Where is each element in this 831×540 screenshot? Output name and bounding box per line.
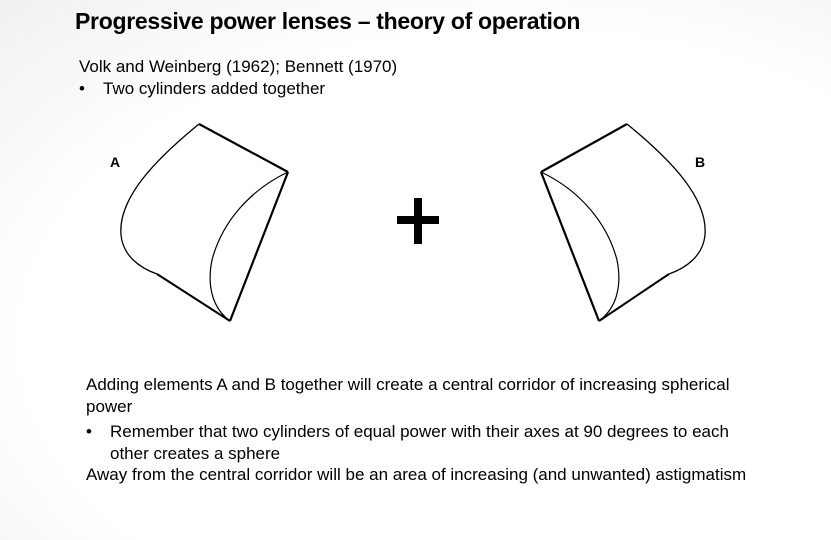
- sphere-bullet-text: Remember that two cylinders of equal pow…: [110, 422, 729, 463]
- cylinder-a-bottom-edge: [156, 273, 231, 322]
- corridor-paragraph: Adding elements A and B together will cr…: [86, 375, 730, 416]
- plus-icon: [397, 198, 439, 244]
- cylinder-b-back-edge: [626, 123, 706, 275]
- references-line: Volk and Weinberg (1962); Bennett (1970): [79, 57, 398, 76]
- cylinder-a-back-edge: [120, 123, 200, 275]
- cylinder-b-curved-face: [540, 171, 620, 322]
- sphere-bullet: • Remember that two cylinders of equal p…: [86, 421, 776, 465]
- cylinders-bullet-text: Two cylinders added together: [103, 79, 326, 98]
- cylinder-a: [120, 123, 290, 322]
- cylinder-a-top-edge: [198, 123, 289, 173]
- bullet-dot: •: [79, 79, 85, 98]
- bullet-dot: •: [86, 422, 92, 441]
- astigmatism-paragraph: Away from the central corridor will be a…: [86, 465, 747, 484]
- cylinder-a-front-edge: [228, 171, 290, 322]
- label-b: B: [695, 154, 706, 170]
- cylinder-a-curved-face: [209, 171, 289, 322]
- cylinder-b: [539, 123, 706, 322]
- cylinder-b-top-edge: [540, 123, 628, 173]
- slide-title: Progressive power lenses – theory of ope…: [75, 8, 581, 34]
- cylinder-b-front-edge: [539, 171, 601, 322]
- cylinder-b-bottom-edge: [598, 273, 670, 322]
- label-a: A: [110, 154, 121, 170]
